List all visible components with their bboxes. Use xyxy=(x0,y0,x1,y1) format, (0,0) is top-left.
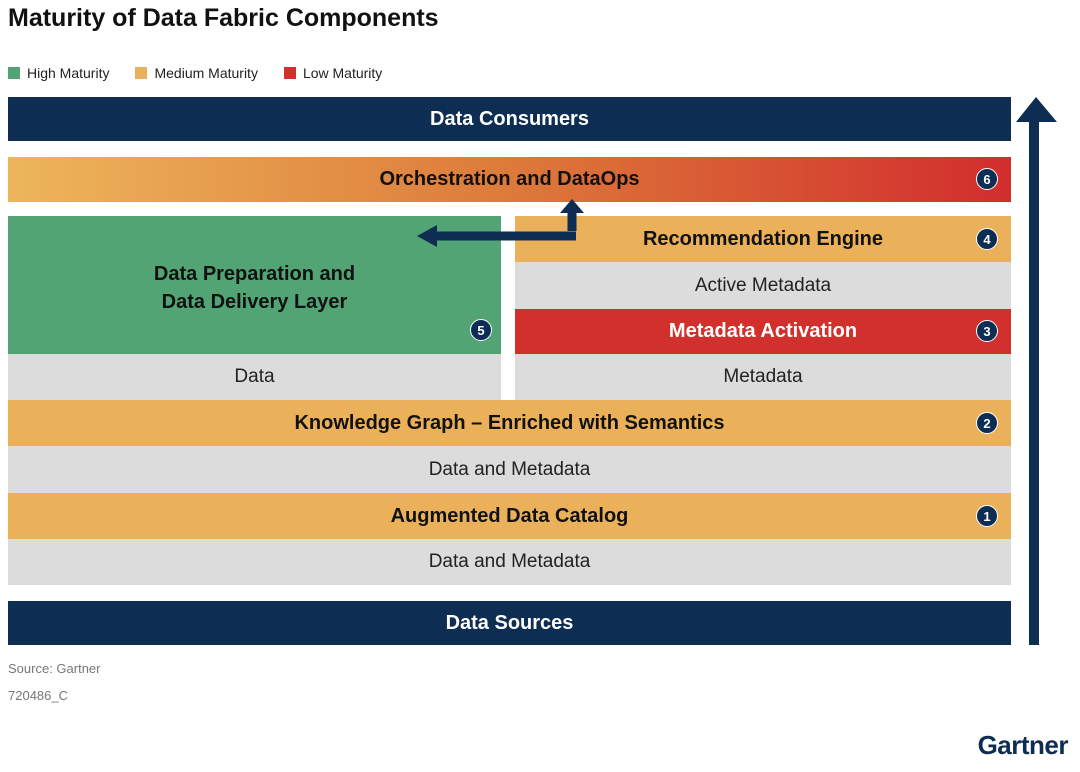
knowledge-graph-number-badge: 2 xyxy=(976,412,998,434)
recommendation-engine-bar: Recommendation Engine 4 xyxy=(515,216,1011,262)
legend-item-medium: Medium Maturity xyxy=(135,65,258,81)
source-note: Source: Gartner xyxy=(8,661,101,676)
active-metadata-label: Active Metadata xyxy=(694,274,832,296)
legend-label-high: High Maturity xyxy=(27,65,110,81)
knowledge-graph-bar: Knowledge Graph – Enriched with Semantic… xyxy=(8,400,1011,446)
knowledge-graph-base-bar: Data and Metadata xyxy=(8,446,1011,493)
catalog-base-bar: Data and Metadata xyxy=(8,539,1011,585)
orchestration-label: Orchestration and DataOps xyxy=(379,168,640,190)
data-consumers-label: Data Consumers xyxy=(430,107,589,130)
flow-arrow-shaft xyxy=(1029,118,1039,645)
data-consumers-bar: Data Consumers xyxy=(8,97,1011,141)
data-preparation-line-1: Data Preparation and xyxy=(153,263,356,285)
data-bar: Data xyxy=(8,354,501,400)
legend-label-low: Low Maturity xyxy=(302,65,383,81)
flow-arrow-head xyxy=(1016,97,1057,122)
data-sources-bar: Data Sources xyxy=(8,601,1011,645)
data-preparation-line-2: Data Delivery Layer xyxy=(161,291,348,313)
augmented-data-catalog-label: Augmented Data Catalog xyxy=(390,504,629,527)
knowledge-graph-base-label: Data and Metadata xyxy=(428,458,591,480)
legend-label-medium: Medium Maturity xyxy=(154,65,258,81)
legend-swatch-high xyxy=(8,67,20,79)
legend-swatch-medium xyxy=(135,67,148,79)
metadata-bar: Metadata xyxy=(515,354,1011,400)
gartner-logo: Gartner xyxy=(977,730,1069,760)
legend-item-high: High Maturity xyxy=(8,65,109,81)
recommendation-engine-label: Recommendation Engine xyxy=(642,227,884,250)
elbow-arrow-head-up xyxy=(560,199,584,213)
augmented-data-catalog-bar: Augmented Data Catalog 1 xyxy=(8,493,1011,539)
data-sources-label: Data Sources xyxy=(445,611,574,634)
legend: High Maturity Medium Maturity Low Maturi… xyxy=(8,63,408,83)
page-title: Maturity of Data Fabric Components xyxy=(8,4,439,32)
elbow-arrow-head-left xyxy=(417,225,437,247)
metadata-activation-bar: Metadata Activation 3 xyxy=(515,309,1011,354)
metadata-label: Metadata xyxy=(723,366,803,387)
data-preparation-number-badge: 5 xyxy=(470,319,492,341)
recommendation-engine-number-badge: 4 xyxy=(976,228,998,250)
active-metadata-bar: Active Metadata xyxy=(515,262,1011,309)
knowledge-graph-label: Knowledge Graph – Enriched with Semantic… xyxy=(294,411,725,434)
legend-swatch-low xyxy=(283,67,296,79)
catalog-base-label: Data and Metadata xyxy=(428,551,591,572)
augmented-data-catalog-number-badge: 1 xyxy=(976,505,998,527)
figure-id: 720486_C xyxy=(8,688,68,703)
orchestration-number-badge: 6 xyxy=(976,168,998,190)
data-label: Data xyxy=(234,366,275,387)
metadata-activation-label: Metadata Activation xyxy=(668,320,858,342)
orchestration-bar: Orchestration and DataOps 6 xyxy=(8,157,1011,202)
legend-item-low: Low Maturity xyxy=(283,65,383,81)
metadata-activation-number-badge: 3 xyxy=(976,320,998,342)
data-preparation-label: Data Preparation and Data Delivery Layer xyxy=(8,260,501,316)
data-preparation-box: Data Preparation and Data Delivery Layer… xyxy=(8,216,501,354)
